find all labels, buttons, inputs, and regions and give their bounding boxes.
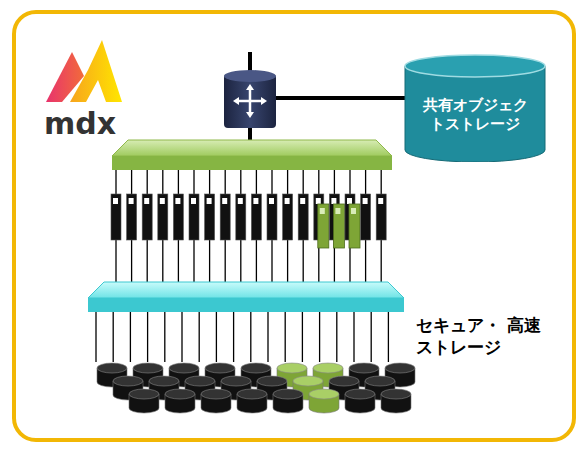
network-switch bbox=[112, 140, 392, 170]
logo-mark bbox=[46, 40, 122, 102]
area-label: セキュア・ 高速ストレージ bbox=[416, 314, 548, 358]
router-icon bbox=[224, 70, 276, 128]
node-text: 共有オブジェクトストレージ bbox=[420, 82, 530, 134]
logo-text: mdx bbox=[44, 104, 116, 143]
storage-switch bbox=[88, 282, 404, 312]
storage-disks bbox=[97, 363, 415, 413]
wires bbox=[96, 170, 388, 362]
server-rack bbox=[111, 194, 386, 248]
storage-cylinder: 共有オブジェクトストレージ bbox=[404, 54, 546, 162]
frame bbox=[14, 12, 574, 440]
